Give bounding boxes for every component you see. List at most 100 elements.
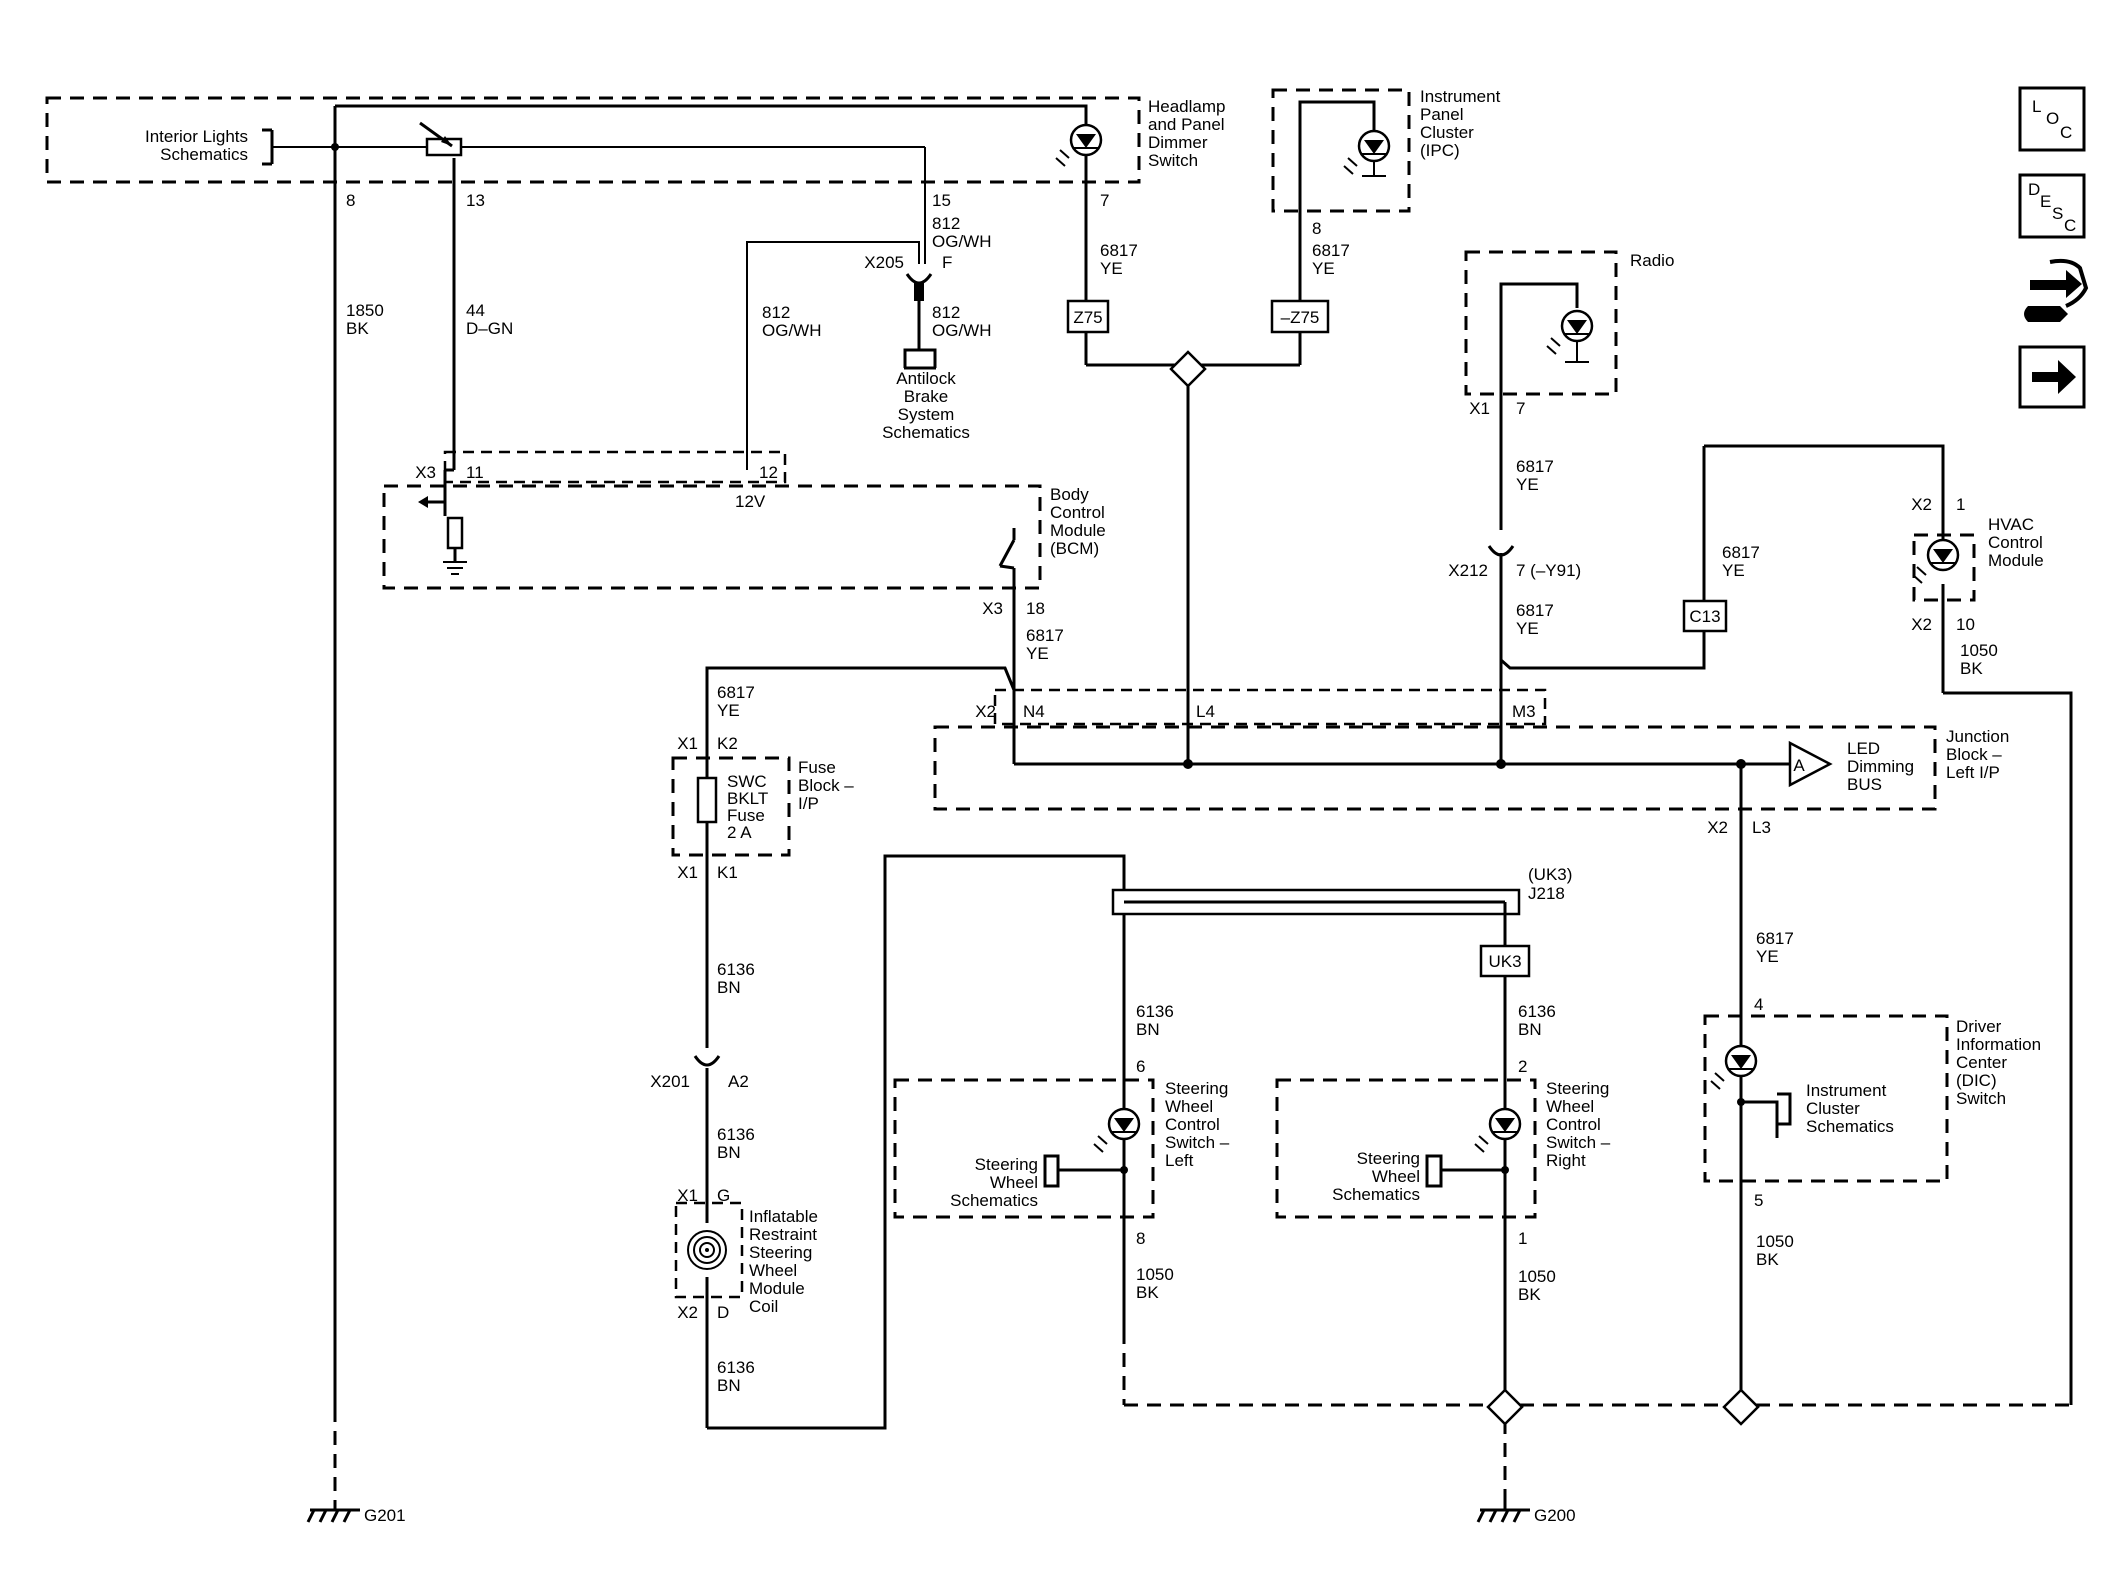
swc-left-name-line: Switch – (1165, 1133, 1230, 1152)
connector-boxes: Z75 –Z75 C13 UK3 A (1066, 299, 1805, 978)
loc-letter-c: C (2060, 123, 2072, 142)
sw-schem-right-name-line: Steering (1357, 1149, 1420, 1168)
led-swc-right (1474, 1107, 1522, 1153)
pin: 2 (1518, 1057, 1527, 1076)
description-button[interactable]: D E S C (2018, 173, 2086, 239)
junction-block-name-line: Block – (1946, 745, 2002, 764)
pin: 8 (346, 191, 355, 210)
connector-z75 (1066, 299, 1110, 334)
pin: A2 (728, 1072, 749, 1091)
wire-1050-dic-line: BK (1756, 1250, 1779, 1269)
swc-right-name-line: Steering (1546, 1079, 1609, 1098)
pin: 1 (1956, 495, 1965, 514)
bcm-12v-label: 12V (735, 492, 766, 511)
ipc-outline (1271, 88, 1411, 213)
desc-letter-d: D (2028, 180, 2040, 199)
bus-port-label: A (1793, 756, 1805, 775)
swc-right-name-line: Control (1546, 1115, 1601, 1134)
wire-6817-x212-line: 6817 (1516, 601, 1554, 620)
pin: X2 (975, 702, 996, 721)
fuse-name-line: BKLT (727, 789, 768, 808)
connector-c13 (1682, 599, 1728, 633)
pin: M3 (1512, 702, 1536, 721)
abs-name-line: Schematics (882, 423, 970, 442)
dic-outline (1703, 1014, 1949, 1183)
abs-name-line: System (898, 405, 955, 424)
connector-nz75-label: –Z75 (1281, 308, 1320, 327)
radio-name: Radio (1630, 251, 1674, 270)
location-button[interactable]: L O C (2018, 86, 2086, 152)
ic-schem-name-line: Schematics (1806, 1117, 1894, 1136)
wire-44-line: 44 (466, 301, 485, 320)
wire-6136-r-line: BN (1518, 1020, 1542, 1039)
fuse-block-name-line: Fuse (798, 758, 836, 777)
desc-letter-e: E (2040, 192, 2051, 211)
sw-schem-left-name-line: Steering (975, 1155, 1038, 1174)
ground-g200-symbol (1476, 1500, 1530, 1523)
led-bus-name-line: BUS (1847, 775, 1882, 794)
dic-name-line: Switch (1956, 1089, 2006, 1108)
pin: G (717, 1186, 730, 1205)
hvac-name-line: Module (1988, 551, 2044, 570)
splices (331, 143, 1760, 1426)
led-hvac (1912, 538, 1960, 584)
sw-schem-left-name-line: Schematics (950, 1191, 1038, 1210)
pin: 10 (1956, 615, 1975, 634)
wire-1050-r-line: 1050 (1518, 1267, 1556, 1286)
pin: F (942, 253, 952, 272)
wire-6136-l-line: 6136 (1136, 1002, 1174, 1021)
wire-1050-hvac-line: BK (1960, 659, 1983, 678)
sw-schem-right-name-line: Wheel (1372, 1167, 1420, 1186)
led-dic (1710, 1044, 1758, 1090)
next-arrow-button[interactable] (2018, 345, 2086, 409)
wire-1850-line: BK (346, 319, 369, 338)
dic-name-line: Center (1956, 1053, 2007, 1072)
pin: K2 (717, 734, 738, 753)
abs-name-line: Antilock (896, 369, 956, 388)
uk3-note-label: (UK3) (1528, 865, 1572, 884)
x212-connector (1487, 545, 1515, 557)
connector-uk3 (1479, 944, 1531, 978)
pin: N4 (1023, 702, 1045, 721)
x212-label: X212 (1448, 561, 1488, 580)
pin: 18 (1026, 599, 1045, 618)
loc-letter-o: O (2046, 109, 2059, 128)
pin: 7 (–Y91) (1516, 561, 1581, 580)
pin: 7 (1100, 191, 1109, 210)
airbag-coil-name: InflatableRestraintSteeringWheelModuleCo… (749, 1207, 818, 1316)
pin: 6 (1136, 1057, 1145, 1076)
pin: 8 (1136, 1229, 1145, 1248)
dic-name-line: Information (1956, 1035, 2041, 1054)
bcm-name-line: (BCM) (1050, 539, 1099, 558)
connector-wrench-icon[interactable] (2018, 256, 2089, 328)
wire-6817-dic-line: YE (1756, 947, 1779, 966)
swc-right-name-line: Switch – (1546, 1133, 1611, 1152)
headlamp-switch-outline (45, 96, 1141, 184)
swc-left-outline (893, 1078, 1155, 1219)
wire-6136-d-line: BN (717, 1376, 741, 1395)
x201-label: X201 (650, 1072, 690, 1091)
connector-nz75 (1270, 299, 1330, 334)
wire-6136-l-line: BN (1136, 1020, 1160, 1039)
ipc-name-line: Instrument (1420, 87, 1501, 106)
airbag-coil-name-line: Restraint (749, 1225, 817, 1244)
module-outlines (45, 88, 1976, 1299)
wire-6817-dic-line: 6817 (1756, 929, 1794, 948)
